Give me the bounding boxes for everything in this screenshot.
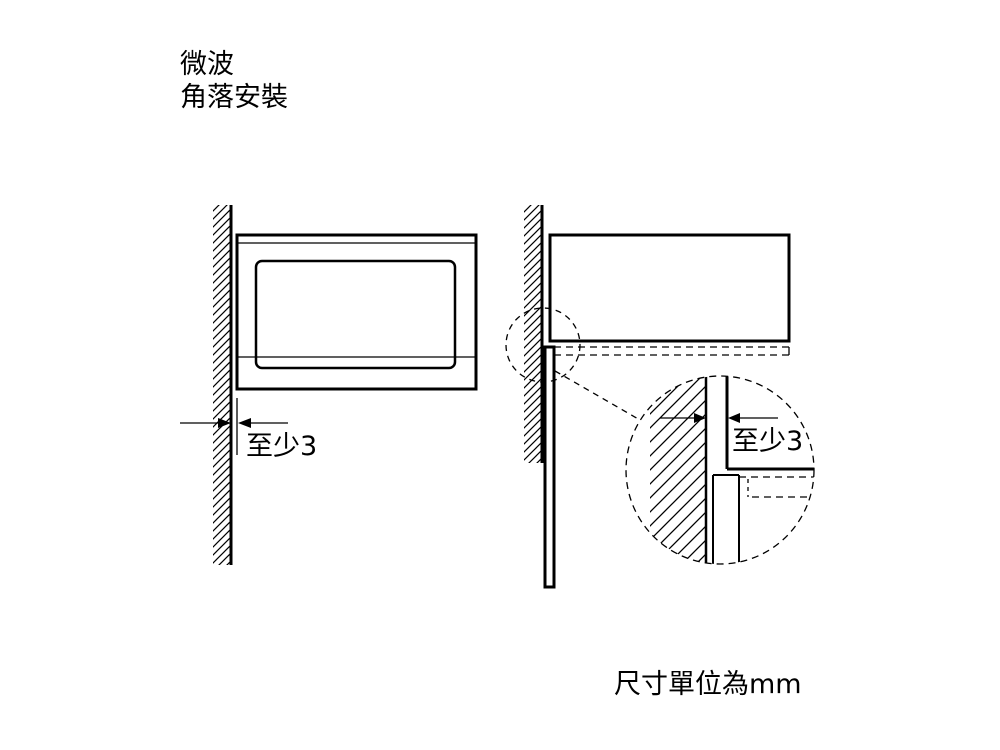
detail-wall-hatch: [650, 376, 705, 564]
diagram-title: 微波 角落安裝: [180, 48, 288, 114]
units-note: 尺寸單位為mm: [614, 669, 802, 700]
wall-hatch-right: [524, 205, 542, 463]
microwave-front: [235, 233, 478, 391]
detail-leader-top: [554, 370, 641, 421]
dimension-label-detail: 至少3: [732, 426, 803, 457]
microwave-door-window: [254, 259, 457, 370]
detail-marker-circle: [505, 307, 581, 383]
cabinet-side-panel: [543, 345, 556, 589]
title-line-2: 角落安裝: [180, 82, 288, 113]
microwave-side: [548, 233, 791, 343]
wall-hatch-left: [213, 205, 231, 565]
title-line-1: 微波: [180, 49, 234, 80]
front-view: [180, 205, 478, 565]
dimension-label-front: 至少3: [246, 431, 317, 462]
dimension-min-gap-front: [180, 398, 288, 455]
side-view: [505, 205, 791, 589]
detail-magnifier: [625, 375, 815, 565]
dimension-min-gap-detail: [660, 413, 778, 423]
